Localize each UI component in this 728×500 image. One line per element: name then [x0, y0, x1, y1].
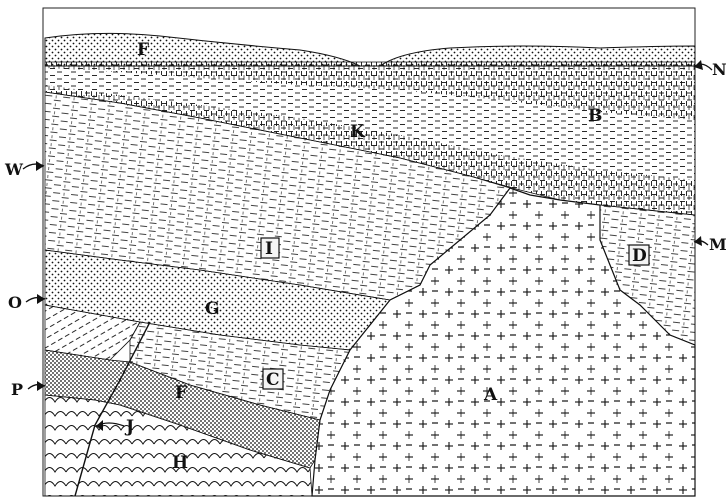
- marker-w: W: [4, 160, 24, 179]
- label-k: K: [350, 122, 366, 142]
- label-d: D: [632, 246, 647, 266]
- label-i: I: [265, 239, 273, 259]
- marker-n: N: [712, 60, 727, 79]
- label-g: G: [205, 299, 220, 319]
- marker-o: O: [8, 293, 22, 312]
- marker-m: M: [709, 235, 727, 254]
- label-a: A: [483, 385, 498, 405]
- label-b: B: [588, 106, 602, 126]
- label-f-lower: F: [175, 383, 187, 403]
- label-f-top: F: [137, 40, 149, 60]
- label-c: C: [266, 370, 280, 390]
- marker-p: P: [11, 380, 23, 399]
- label-j: J: [124, 417, 134, 437]
- label-h: H: [172, 453, 188, 473]
